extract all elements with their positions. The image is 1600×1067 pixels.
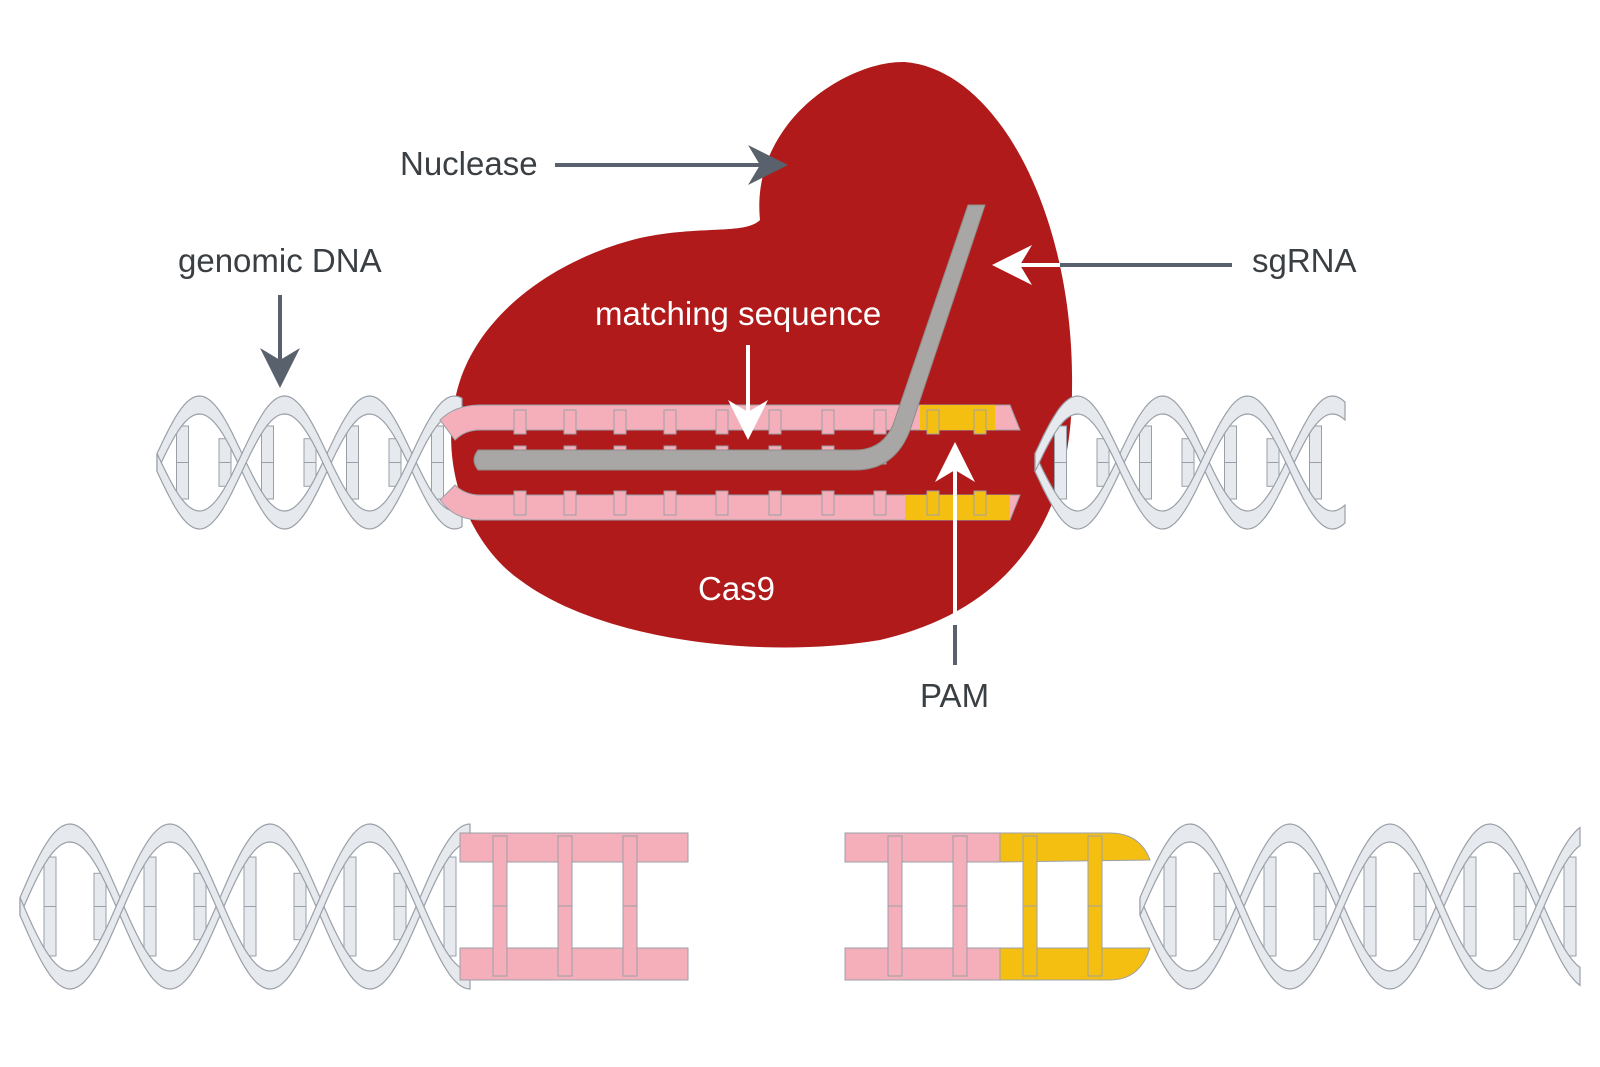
nuclease-label: Nuclease: [400, 145, 538, 182]
dna-backbone-strand: [19, 823, 471, 990]
dna-backbone-strand: [1034, 395, 1346, 530]
pam-segment-bottom: [905, 495, 1010, 520]
dna-helix-left-top: [156, 395, 463, 530]
dna-helix-right-bottom: [1139, 823, 1581, 990]
pam-label: PAM: [920, 677, 989, 714]
dna-backbone-strand: [156, 395, 463, 530]
dna-helix-right-top: [1034, 395, 1346, 530]
sgrna-label: sgRNA: [1252, 242, 1357, 279]
cleaved-end-left: [459, 832, 689, 981]
cleaved-dna-right: [844, 823, 1581, 990]
sgrna-ribbon: [473, 204, 986, 471]
cas9-label: Cas9: [698, 570, 775, 607]
cas9-protein-blob-icon: [451, 61, 1073, 648]
target-dna-unwound: [439, 404, 1021, 521]
cleaved-end-right-pink: [844, 832, 1001, 981]
cas9-complex: [156, 61, 1346, 648]
dna-backbone-strand: [1139, 823, 1581, 990]
dna-backbone-strand: [1139, 823, 1581, 990]
annotation-arrows: [260, 145, 1232, 665]
dna-backbone-strand: [1034, 395, 1346, 530]
matching-sequence-label: matching sequence: [595, 295, 881, 332]
cleaved-end-right-pam: [999, 832, 1151, 981]
genomic-dna-label: genomic DNA: [178, 242, 382, 279]
cleaved-dna-left: [19, 823, 689, 990]
dna-helix-left-bottom: [19, 823, 471, 990]
